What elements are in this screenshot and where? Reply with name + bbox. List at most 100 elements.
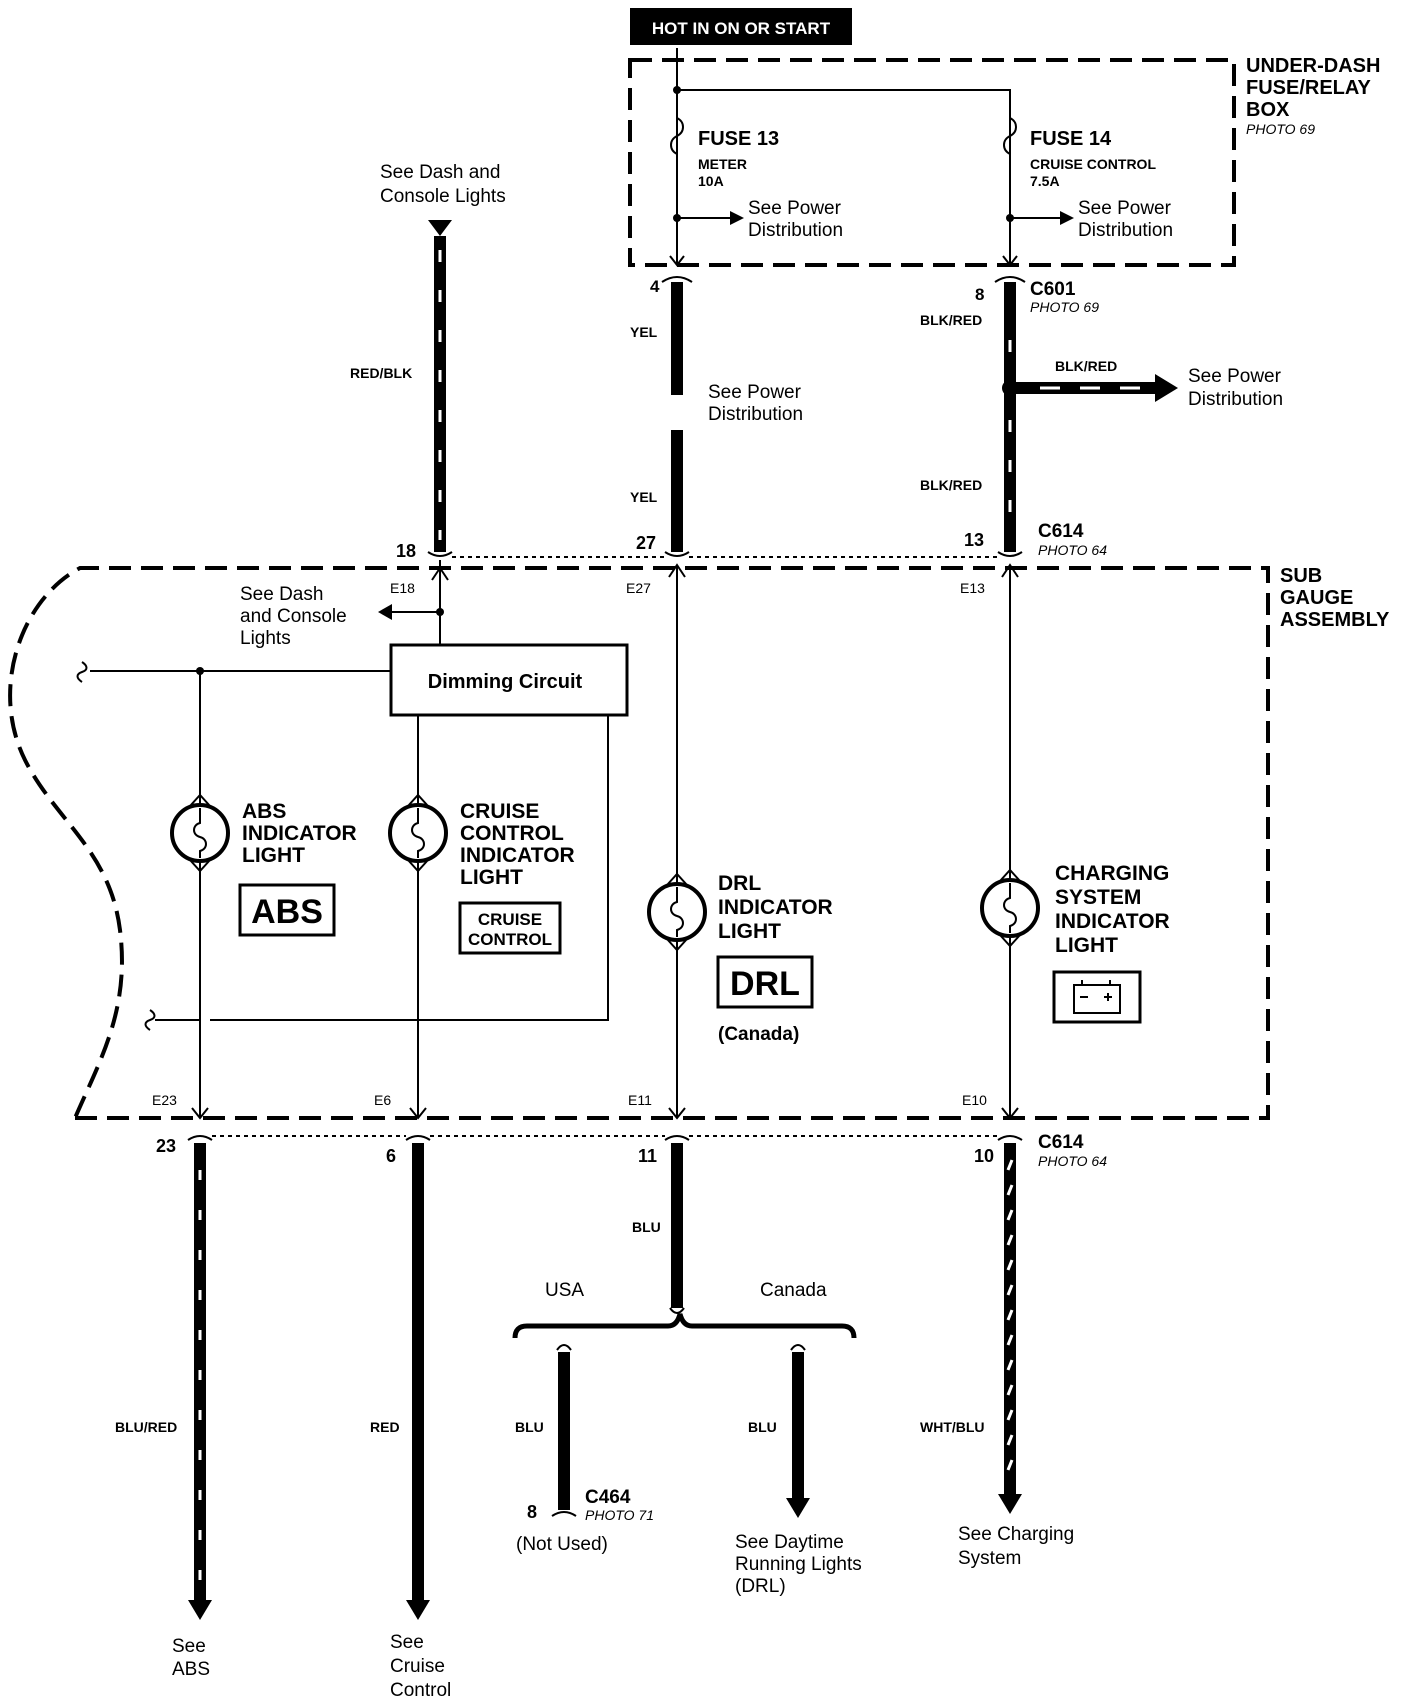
wire-blk-red-bottom-label: BLK/RED bbox=[920, 477, 982, 493]
wire-yel: YEL YEL See Power Distribution bbox=[630, 282, 803, 552]
fuse-13-note-1: See Power bbox=[748, 198, 842, 219]
connector-c614-bottom: 23 6 11 10 C614 PHOTO 64 bbox=[156, 1132, 1107, 1169]
fuse-13-symbol bbox=[670, 117, 684, 155]
drl-light-name-3: LIGHT bbox=[718, 920, 781, 943]
wire-wht-blu-label: WHT/BLU bbox=[920, 1419, 985, 1435]
fuse-box-title-1: UNDER-DASH bbox=[1246, 55, 1380, 77]
sub-gauge-assembly: SUB GAUGE ASSEMBLY E18 E27 E13 E23 E6 E1… bbox=[8, 560, 1390, 1120]
dimming-circuit-label: Dimming Circuit bbox=[428, 671, 583, 693]
abs-light-name-1: ABS bbox=[242, 800, 286, 823]
wire-yel-top-label: YEL bbox=[630, 324, 658, 340]
c614-bottom-pin-11: 11 bbox=[638, 1146, 657, 1166]
c601-name: C601 bbox=[1030, 279, 1076, 300]
wire-blu-usa-label: BLU bbox=[515, 1419, 544, 1435]
c614-top-pin-13: 13 bbox=[964, 530, 984, 550]
wire-blk-red-top-label: BLK/RED bbox=[920, 312, 982, 328]
note-see-cruise-1: See bbox=[390, 1632, 424, 1653]
dimming-circuit-box bbox=[389, 643, 629, 717]
c614-top-photo: PHOTO 64 bbox=[1038, 542, 1107, 558]
bulb-icon bbox=[647, 882, 707, 942]
terminal-e13: E13 bbox=[960, 580, 985, 596]
abs-indicator-light: ABS INDICATOR LIGHT ABS bbox=[170, 793, 357, 937]
wire-red-blk-label: RED/BLK bbox=[350, 365, 412, 381]
c614-bottom-pin-6: 6 bbox=[386, 1146, 396, 1166]
wire-red: RED See Cruise Control bbox=[370, 1143, 451, 1701]
cruise-light-name-2: CONTROL bbox=[460, 822, 564, 845]
drl-light-note: (Canada) bbox=[718, 1024, 799, 1045]
note-dash-console-top-2: Console Lights bbox=[380, 186, 506, 207]
bulb-icon bbox=[980, 878, 1040, 938]
fuse-14-circuit: CRUISE CONTROL bbox=[1030, 156, 1156, 172]
drl-symbol-text: DRL bbox=[730, 965, 800, 1003]
fuse-14-rating: 7.5A bbox=[1030, 173, 1060, 189]
note-yel-power-2: Distribution bbox=[708, 404, 803, 425]
note-see-drl-3: (DRL) bbox=[735, 1576, 786, 1597]
abs-light-name-2: INDICATOR bbox=[242, 822, 357, 845]
wire-blk-red: BLK/RED BLK/RED BLK/RED See Power Distri… bbox=[920, 282, 1283, 552]
note-see-abs-2: ABS bbox=[172, 1659, 210, 1680]
fuse-13-name: FUSE 13 bbox=[698, 128, 779, 150]
cruise-light-name-3: INDICATOR bbox=[460, 844, 575, 867]
wire-red-blk: RED/BLK See Dash and Console Lights bbox=[350, 162, 506, 552]
note-see-drl-2: Running Lights bbox=[735, 1554, 862, 1575]
wire-yel-bottom-label: YEL bbox=[630, 489, 658, 505]
terminal-e18: E18 bbox=[390, 580, 415, 596]
fuse-14-note-2: Distribution bbox=[1078, 220, 1173, 241]
terminal-e23: E23 bbox=[152, 1092, 177, 1108]
wire-blu-canada: BLU See Daytime Running Lights (DRL) bbox=[735, 1344, 862, 1597]
fuse-box-title-2: FUSE/RELAY bbox=[1246, 77, 1372, 99]
c614-top-pin-27: 27 bbox=[636, 533, 656, 553]
c464-pin: 8 bbox=[527, 1502, 537, 1522]
note-see-charging-2: System bbox=[958, 1548, 1021, 1569]
sub-gauge-title-3: ASSEMBLY bbox=[1280, 609, 1390, 631]
fuse-13-circuit: METER bbox=[698, 156, 747, 172]
c464-name: C464 bbox=[585, 1487, 631, 1508]
abs-symbol-box bbox=[238, 883, 336, 937]
cruise-light-name-1: CRUISE bbox=[460, 800, 539, 823]
drl-indicator-light: DRL INDICATOR LIGHT DRL (Canada) bbox=[647, 872, 833, 1045]
note-dash-console-inner-1: See Dash bbox=[240, 584, 323, 605]
c614-bottom-pin-23: 23 bbox=[156, 1136, 176, 1156]
note-yel-power-1: See Power bbox=[708, 382, 802, 403]
c601-photo: PHOTO 69 bbox=[1030, 299, 1099, 315]
cruise-symbol-text-1: CRUISE bbox=[478, 910, 542, 929]
cruise-light-name-4: LIGHT bbox=[460, 866, 523, 889]
note-dash-console-inner-2: and Console bbox=[240, 606, 347, 627]
branch-canada-label: Canada bbox=[760, 1280, 827, 1301]
wire-red-label: RED bbox=[370, 1419, 400, 1435]
charging-light-name-1: CHARGING bbox=[1055, 862, 1169, 885]
c614-bottom-photo: PHOTO 64 bbox=[1038, 1153, 1107, 1169]
charging-system-indicator-light: CHARGING SYSTEM INDICATOR LIGHT bbox=[980, 862, 1170, 1024]
fuse-relay-box: UNDER-DASH FUSE/RELAY BOX PHOTO 69 FUSE … bbox=[628, 48, 1380, 267]
wire-blu-main-label: BLU bbox=[632, 1219, 661, 1235]
note-see-abs-1: See bbox=[172, 1636, 206, 1657]
fuse-13-note-2: Distribution bbox=[748, 220, 843, 241]
note-blk-red-power-1: See Power bbox=[1188, 366, 1282, 387]
fuse-13-rating: 10A bbox=[698, 173, 724, 189]
c614-top-name: C614 bbox=[1038, 521, 1084, 542]
note-dash-console-top-1: See Dash and bbox=[380, 162, 500, 183]
battery-icon bbox=[1052, 970, 1142, 1024]
connector-c601: 4 8 C601 PHOTO 69 bbox=[650, 276, 1099, 315]
sub-gauge-title-1: SUB bbox=[1280, 565, 1322, 587]
note-see-cruise-3: Control bbox=[390, 1680, 451, 1701]
terminal-e10: E10 bbox=[962, 1092, 987, 1108]
c464-note: (Not Used) bbox=[516, 1534, 608, 1555]
power-header: HOT IN ON OR START bbox=[630, 8, 852, 45]
terminal-e6: E6 bbox=[374, 1092, 391, 1108]
charging-light-name-3: INDICATOR bbox=[1055, 910, 1170, 933]
break-symbol-top bbox=[76, 661, 88, 683]
terminal-e27: E27 bbox=[626, 580, 651, 596]
fuse-14-note-1: See Power bbox=[1078, 198, 1172, 219]
c464-photo: PHOTO 71 bbox=[585, 1507, 654, 1523]
bulb-icon bbox=[388, 803, 448, 863]
drl-symbol-box bbox=[716, 955, 814, 1009]
connector-c614-top: 18 27 13 C614 PHOTO 64 bbox=[396, 521, 1107, 561]
bulb-icon bbox=[170, 803, 230, 863]
sub-gauge-title-2: GAUGE bbox=[1280, 587, 1353, 609]
c601-pin-4: 4 bbox=[650, 277, 660, 296]
wire-blu-red-label: BLU/RED bbox=[115, 1419, 177, 1435]
cruise-control-indicator-light: CRUISE CONTROL INDICATOR LIGHT CRUISE CO… bbox=[388, 793, 575, 955]
